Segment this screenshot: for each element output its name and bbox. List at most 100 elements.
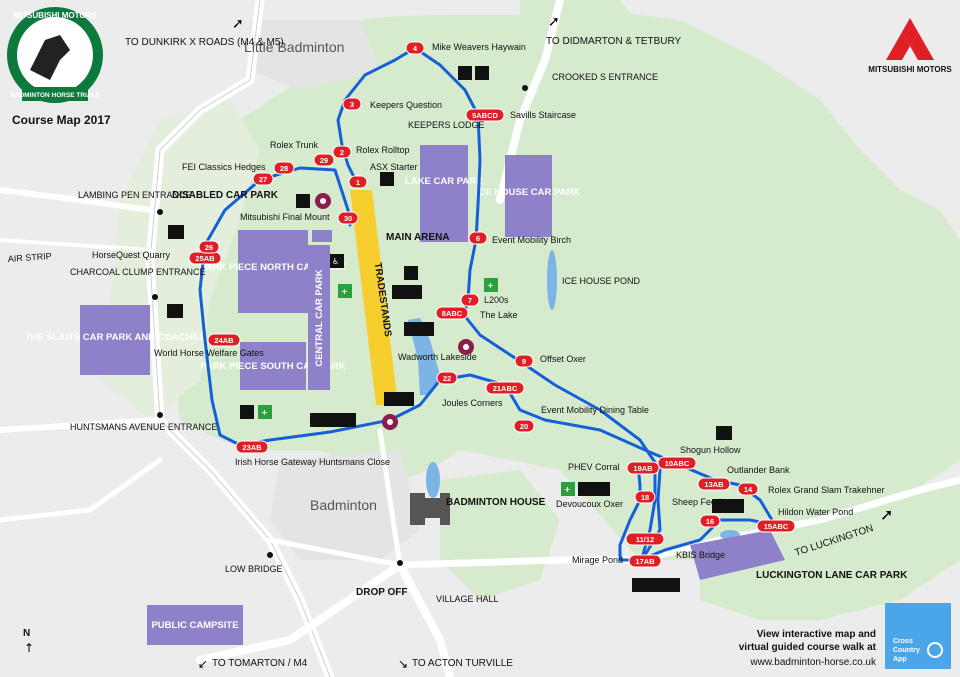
fence-marker-22[interactable]: 22 <box>436 371 458 385</box>
sponsor-logo: MITSUBISHI MOTORS <box>868 18 952 74</box>
svg-text:+: + <box>564 485 571 494</box>
fence-number: 1 <box>356 178 360 187</box>
fence-number: 7 <box>468 296 472 305</box>
fence-marker-18[interactable]: 18 <box>634 490 656 504</box>
toilets-icon <box>458 66 489 80</box>
fence-25-name: HorseQuest Quarry <box>92 250 171 260</box>
fence-marker-20[interactable]: 20 <box>513 419 535 433</box>
fence-marker-14[interactable]: 14 <box>737 482 759 496</box>
central-car-park[interactable] <box>308 245 330 390</box>
fence-number: 23AB <box>242 443 262 452</box>
place-labels: Little Badminton Badminton BADMINTON HOU… <box>7 39 640 604</box>
huntsmans-entrance-label: HUNTSMANS AVENUE ENTRANCE <box>70 422 217 432</box>
fence-marker-5abcd[interactable]: 5ABCD <box>465 108 505 122</box>
disabled-icon <box>310 413 356 427</box>
fence-marker-4[interactable]: 4 <box>405 41 425 55</box>
park-piece-north-label: PARK PIECE NORTH CAR PARK <box>200 262 346 273</box>
fence-marker-16[interactable]: 16 <box>699 514 721 528</box>
fence-marker-2[interactable]: 2 <box>332 145 352 159</box>
fence-marker-3[interactable]: 3 <box>342 97 362 111</box>
footer-url-link[interactable]: www.badminton-horse.co.uk <box>749 657 877 668</box>
fence-marker-11-12[interactable]: 11/12 <box>625 532 665 546</box>
disabled-icon: ♿ <box>330 254 344 268</box>
fence-marker-9[interactable]: 9 <box>514 354 534 368</box>
main-arena-label: MAIN ARENA <box>386 232 450 243</box>
luckington-lane-car-park[interactable] <box>690 530 785 580</box>
disabled-car-park-label: DISABLED CAR PARK <box>172 190 279 201</box>
camera-icon <box>382 414 398 430</box>
house-grounds <box>440 470 560 600</box>
badminton-house-label: BADMINTON HOUSE <box>446 497 546 508</box>
fence-number: 4 <box>413 44 418 53</box>
fence-marker-25ab[interactable]: 25AB <box>188 251 222 265</box>
little-badminton-label: Little Badminton <box>244 39 344 55</box>
fence-marker-10abc[interactable]: 10ABC <box>657 456 697 470</box>
fence-marker-13ab[interactable]: 13AB <box>697 477 731 491</box>
public-campsite[interactable] <box>147 605 243 645</box>
camera-icon <box>458 339 474 355</box>
entrance-labels: CROOKED S ENTRANCE LAMBING PEN ENTRANCE … <box>70 72 908 598</box>
footer-line-2: virtual guided course walk at <box>739 642 877 653</box>
fence-marker-30[interactable]: 30 <box>337 211 359 225</box>
fence-marker-27[interactable]: 27 <box>252 172 274 186</box>
public-campsite-label: PUBLIC CAMPSITE <box>151 620 238 631</box>
fence-number: 14 <box>744 485 753 494</box>
footer-info: View interactive map and virtual guided … <box>739 603 951 669</box>
horse-rider-logo-icon <box>30 35 70 80</box>
app-label-2: Country <box>893 647 920 654</box>
fence-marker-24ab[interactable]: 24AB <box>207 333 241 347</box>
fence-marker-1[interactable]: 1 <box>348 175 368 189</box>
fence-number: 24AB <box>214 336 234 345</box>
fence-marker-19ab[interactable]: 19AB <box>626 461 660 475</box>
fence-marker-28[interactable]: 28 <box>273 161 295 175</box>
fence-marker-21abc[interactable]: 21ABC <box>485 381 525 395</box>
lambing-pen-entrance-label: LAMBING PEN ENTRANCE <box>78 190 192 200</box>
keepers-lodge-label: KEEPERS LODGE <box>408 120 485 130</box>
badminton-house-building <box>410 493 450 525</box>
fence-marker-7[interactable]: 7 <box>460 293 480 307</box>
fence-labels: ASX Starter Rolex Rolltop Keepers Questi… <box>92 42 885 565</box>
lake-car-park[interactable] <box>420 145 468 242</box>
fence-marker-26[interactable]: 26 <box>198 240 220 254</box>
fence-marker-15abc[interactable]: 15ABC <box>756 519 796 533</box>
disabled-car-park-block[interactable] <box>312 230 332 242</box>
fence-number: 13AB <box>704 480 724 489</box>
disabled-icon <box>392 285 422 299</box>
first-aid-icon: + <box>561 482 575 496</box>
fence-22-name: Wadworth Lakeside <box>398 352 477 362</box>
south-east-field <box>700 480 960 620</box>
fence-19-name: PHEV Corral <box>568 462 620 472</box>
fence-marker-17ab[interactable]: 17AB <box>628 554 662 568</box>
fence-number: 8ABC <box>442 309 463 318</box>
badminton-label: Badminton <box>310 497 377 513</box>
food-icon <box>404 322 434 336</box>
tradestands-area[interactable] <box>350 190 398 405</box>
toilets-icon <box>168 225 184 239</box>
fence-23-name: Irish Horse Gateway Huntsmans Close <box>235 457 390 467</box>
logo-ribbon <box>22 87 88 101</box>
mitsubishi-diamond-left <box>886 32 910 60</box>
central-car-park-label: CENTRAL CAR PARK <box>314 269 325 366</box>
lake <box>408 318 440 395</box>
park-piece-south-car-park[interactable] <box>240 342 306 390</box>
logo-ribbon-text: BADMINTON HORSE TRIALS <box>10 92 100 99</box>
fence-1-name: ASX Starter <box>370 162 418 172</box>
fence-marker-23ab[interactable]: 23AB <box>235 440 269 454</box>
slaits-car-park[interactable] <box>80 305 150 375</box>
fence-6-name: Event Mobility Birch <box>492 235 571 245</box>
fence-18-name: Devoucoux Oxer <box>556 499 623 509</box>
cross-country-app-icon[interactable] <box>885 603 951 669</box>
drop-off-label: DROP OFF <box>356 587 407 598</box>
little-badminton-village <box>250 20 380 90</box>
fence-marker-29[interactable]: 29 <box>313 153 335 167</box>
fence-number: 30 <box>344 214 352 223</box>
ice-house-car-park[interactable] <box>505 155 552 237</box>
fence-21-name: Joules Corners <box>442 398 503 408</box>
fence-number: 5ABCD <box>472 111 498 120</box>
park-piece-north-car-park[interactable] <box>238 230 308 313</box>
ice-house-pond-water <box>547 250 557 310</box>
logo-ring-text: MITSUBISHI MOTORS <box>13 11 97 20</box>
fence-marker-8abc[interactable]: 8ABC <box>435 306 469 320</box>
park-piece-south-label: PARK PIECE SOUTH CAR PARK <box>200 361 345 372</box>
fence-marker-6[interactable]: 6 <box>468 231 488 245</box>
